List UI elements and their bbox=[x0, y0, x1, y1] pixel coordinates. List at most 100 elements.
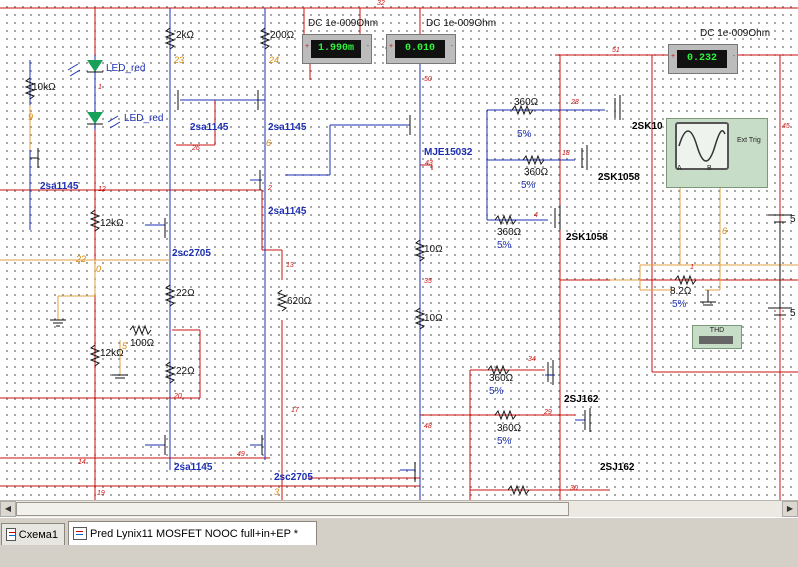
schematic-icon bbox=[73, 527, 87, 540]
mosfet-label: 2SJ162 bbox=[564, 394, 599, 405]
ammeter-reading: 0.232 bbox=[677, 50, 727, 68]
net-label: 2 bbox=[268, 185, 272, 192]
thd-analyzer[interactable]: THD bbox=[692, 325, 742, 349]
thd-display bbox=[699, 336, 733, 344]
net-label: 30 bbox=[570, 485, 578, 492]
mosfet-label: 2SK1058 bbox=[598, 172, 640, 183]
resistor-label: 12kΩ bbox=[100, 348, 124, 359]
channel-a-label: A bbox=[677, 165, 682, 172]
net-label: 19 bbox=[97, 490, 105, 497]
transistor-label: 2sa1145 bbox=[268, 122, 307, 133]
transistor-label: 2sc2705 bbox=[274, 472, 313, 483]
net-label: 43 bbox=[425, 160, 433, 167]
terminal-plus: + bbox=[389, 43, 394, 50]
scroll-thumb[interactable] bbox=[16, 502, 569, 516]
schematic-canvas[interactable]: 10kΩ LED_red LED_red 2kΩ 200Ω 2sa1145 2s… bbox=[0, 0, 798, 500]
led-label: LED_red bbox=[106, 63, 146, 74]
transistor-label: 2sa1145 bbox=[40, 181, 79, 192]
tab-pred-lynix11[interactable]: Pred Lynix11 MOSFET NOOC full+in+EP * bbox=[68, 521, 317, 545]
resistor-label: 360Ω bbox=[514, 97, 539, 108]
net-label: 49 bbox=[237, 451, 245, 458]
net-label: 34 bbox=[528, 356, 536, 363]
net-label: 0 bbox=[96, 264, 102, 274]
resistor-label: 8.2Ω bbox=[670, 286, 692, 297]
terminal-minus: - bbox=[366, 43, 369, 50]
oscilloscope-screen bbox=[675, 122, 729, 170]
tolerance-label: 5% bbox=[521, 180, 536, 191]
terminal-minus: - bbox=[450, 43, 453, 50]
net-label: 24 bbox=[269, 55, 280, 65]
net-label: 20 bbox=[174, 393, 182, 400]
net-label: 13 bbox=[286, 262, 294, 269]
transistor-label: MJE15032 bbox=[424, 147, 473, 158]
net-label: 26 bbox=[192, 145, 200, 152]
net-label: 28 bbox=[571, 99, 579, 106]
battery-label: 5 bbox=[790, 308, 796, 319]
transistor-label: 2sa1145 bbox=[268, 206, 307, 217]
resistor-label: 360Ω bbox=[524, 167, 549, 178]
net-label: 6 bbox=[266, 138, 272, 148]
document-tab-bar: Схема1 Pred Lynix11 MOSFET NOOC full+in+… bbox=[0, 517, 798, 567]
ext-trig-label: Ext Trig bbox=[737, 137, 761, 144]
terminal-plus: + bbox=[671, 53, 676, 60]
ammeter-title: DC 1e-009Ohm bbox=[308, 18, 379, 29]
battery-label: 5 bbox=[790, 214, 796, 225]
resistor-label: 10Ω bbox=[424, 244, 443, 255]
horizontal-scrollbar[interactable]: ◀ ▶ bbox=[0, 500, 798, 517]
resistor-label: 360Ω bbox=[489, 373, 514, 384]
net-label: 50 bbox=[424, 76, 432, 83]
channel-b-label: B bbox=[707, 165, 712, 172]
resistor-label: 100Ω bbox=[130, 338, 155, 349]
resistor-label: 360Ω bbox=[497, 227, 522, 238]
resistor-label: 200Ω bbox=[270, 30, 295, 41]
net-label: 45 bbox=[782, 123, 790, 130]
mosfet-label: 2SK10 bbox=[632, 121, 663, 132]
net-label: 22 bbox=[76, 254, 87, 264]
net-label: 48 bbox=[424, 423, 432, 430]
tolerance-label: 5% bbox=[489, 386, 504, 397]
ammeter-3[interactable]: + 0.232 - bbox=[668, 44, 738, 74]
tab-label: Схема1 bbox=[18, 528, 58, 541]
net-label: 1 bbox=[98, 84, 102, 91]
net-label: 3 bbox=[274, 487, 280, 497]
mosfet-label: 2SJ162 bbox=[600, 462, 635, 473]
net-label: 23 bbox=[174, 55, 185, 65]
net-label: 29 bbox=[544, 409, 552, 416]
tab-schema1[interactable]: Схема1 bbox=[1, 523, 65, 545]
net-label: 17 bbox=[291, 407, 299, 414]
tolerance-label: 5% bbox=[497, 436, 512, 447]
net-label: 1 bbox=[690, 264, 694, 271]
schematic-icon bbox=[6, 528, 16, 541]
terminal-plus: + bbox=[305, 43, 310, 50]
terminal-minus: - bbox=[732, 53, 735, 60]
resistor-label: 360Ω bbox=[497, 423, 522, 434]
net-label: 6 bbox=[722, 226, 728, 236]
ammeter-2[interactable]: + 0.010 - bbox=[386, 34, 456, 64]
tolerance-label: 5% bbox=[672, 299, 687, 310]
tab-label: Pred Lynix11 MOSFET NOOC full+in+EP * bbox=[90, 527, 299, 540]
transistor-label: 2sc2705 bbox=[172, 248, 211, 259]
ammeter-title: DC 1e-009Ohm bbox=[700, 28, 771, 39]
oscilloscope[interactable]: Ext Trig A B bbox=[666, 118, 768, 188]
resistor-label: 10kΩ bbox=[32, 82, 56, 93]
net-label: 35 bbox=[424, 278, 432, 285]
transistor-label: 2sa1145 bbox=[174, 462, 213, 473]
ammeter-title: DC 1e-009Ohm bbox=[426, 18, 497, 29]
net-label: 51 bbox=[612, 47, 620, 54]
sine-wave-icon bbox=[678, 130, 726, 162]
ammeter-reading: 0.010 bbox=[395, 40, 445, 58]
transistor-label: 2sa1145 bbox=[190, 122, 229, 133]
net-label: 5 bbox=[122, 341, 128, 351]
resistor-label: 22Ω bbox=[176, 366, 195, 377]
net-label: 12 bbox=[98, 186, 106, 193]
ammeter-reading: 1.990m bbox=[311, 40, 361, 58]
led-label: LED_red bbox=[124, 113, 164, 124]
resistor-label: 22Ω bbox=[176, 288, 195, 299]
ammeter-1[interactable]: + 1.990m - bbox=[302, 34, 372, 64]
scroll-left-button[interactable]: ◀ bbox=[0, 501, 16, 517]
scroll-right-button[interactable]: ▶ bbox=[782, 501, 798, 517]
circuit-wires bbox=[0, 7, 798, 500]
resistor-label: 620Ω bbox=[287, 296, 312, 307]
mosfet-label: 2SK1058 bbox=[566, 232, 608, 243]
net-label: 18 bbox=[562, 150, 570, 157]
